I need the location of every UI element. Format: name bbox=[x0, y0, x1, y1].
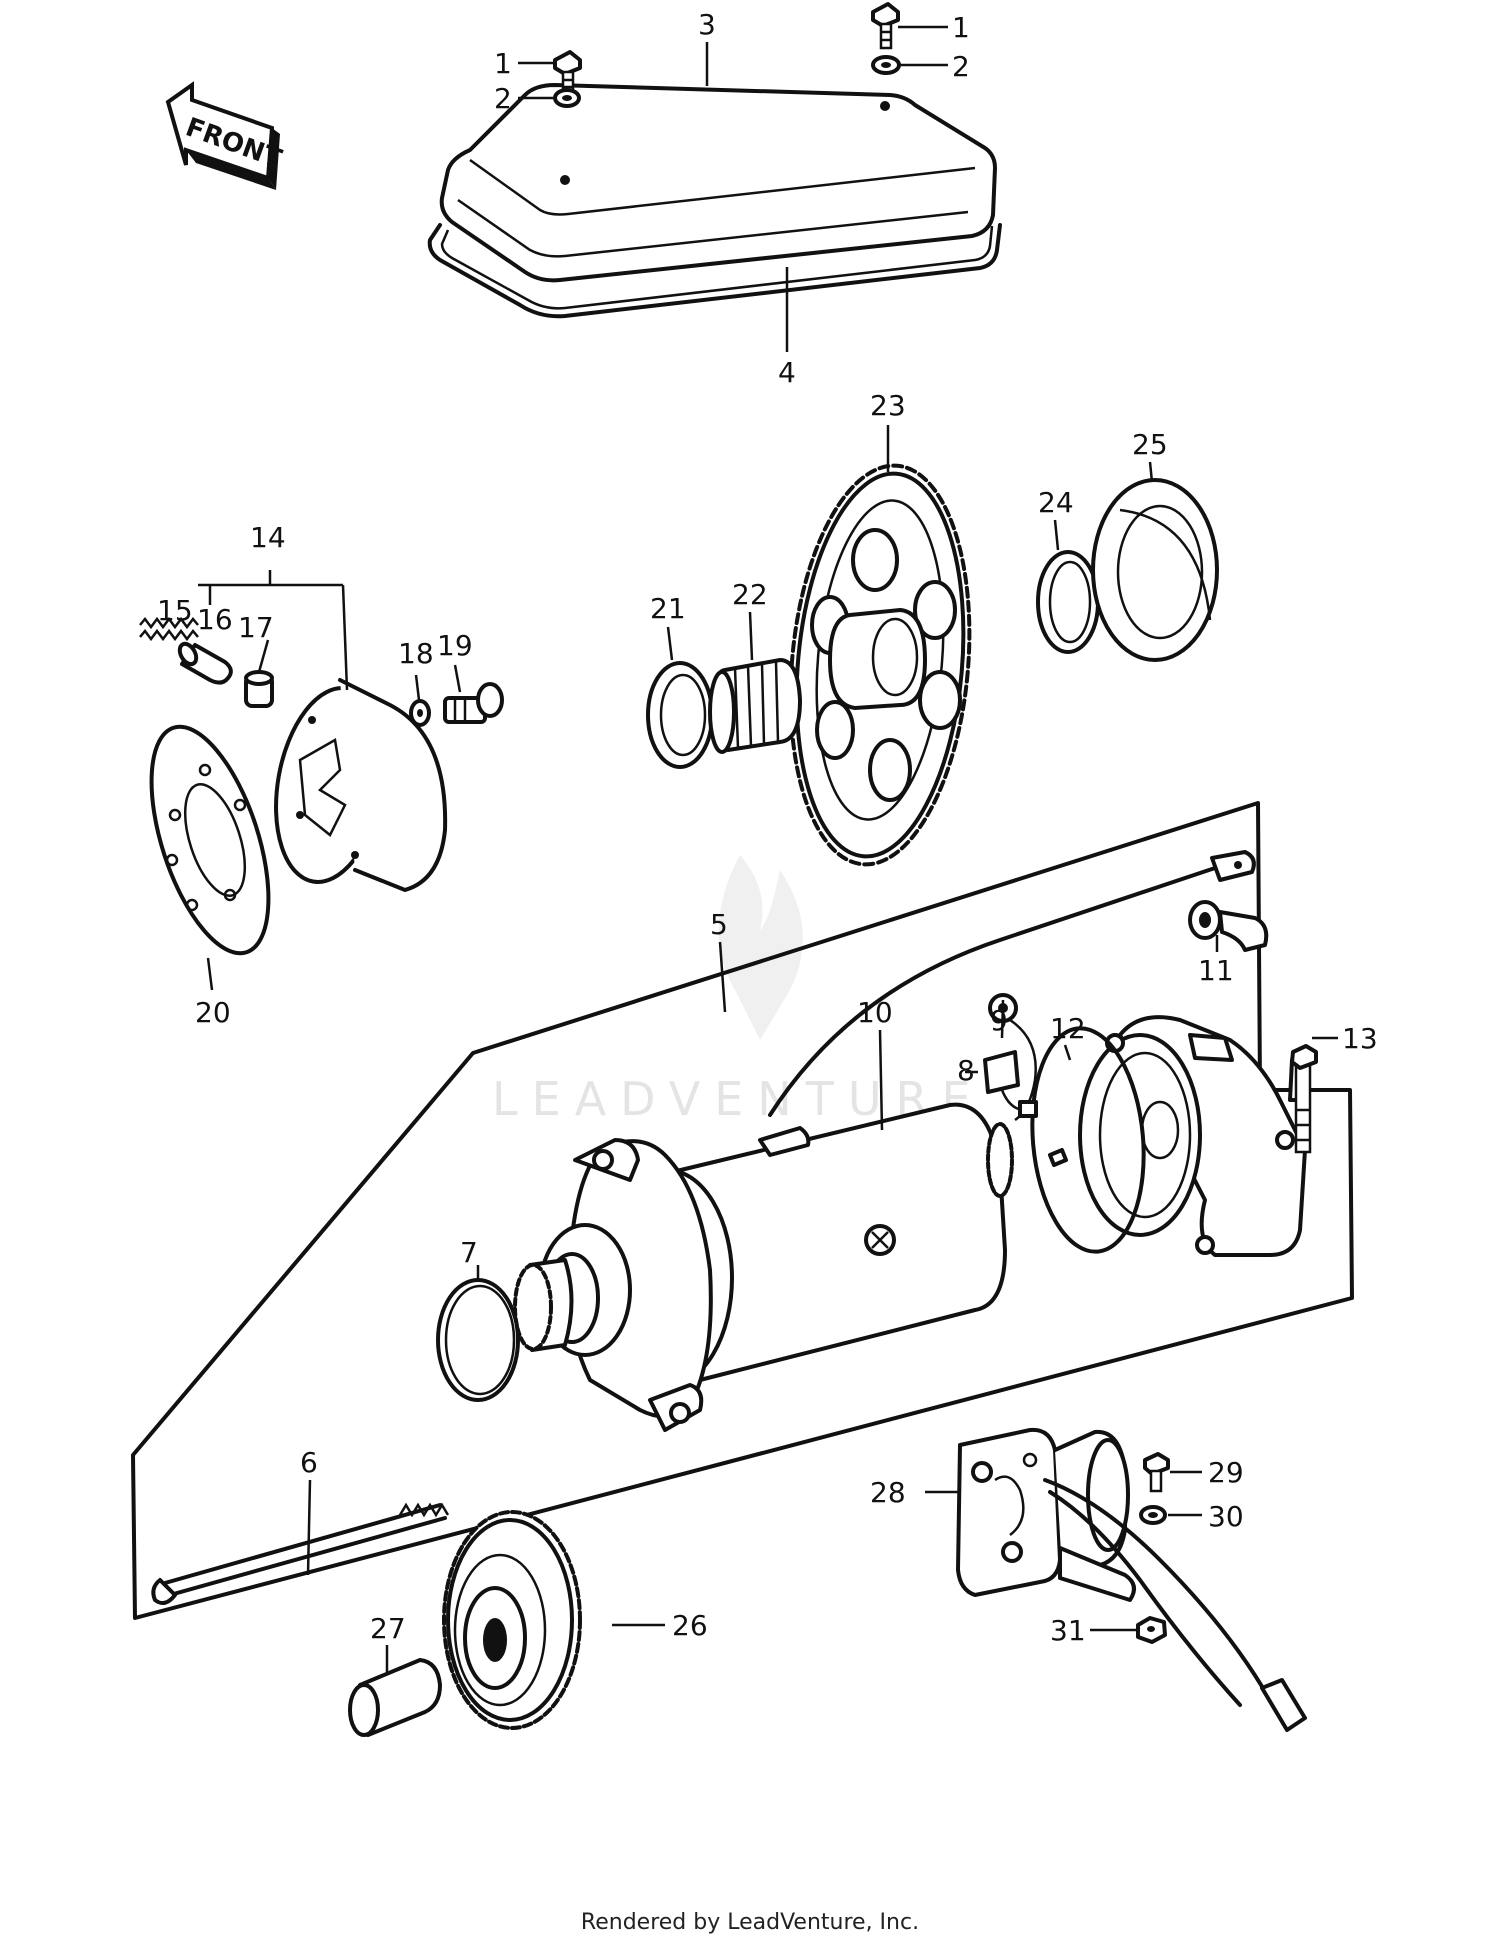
callout-16: 16 bbox=[197, 603, 233, 636]
needle-bearing bbox=[708, 658, 802, 754]
callout-11: 11 bbox=[1198, 954, 1234, 987]
callout-14: 14 bbox=[250, 521, 286, 554]
washer-30 bbox=[1139, 1505, 1167, 1525]
elbow-cap-11 bbox=[1188, 900, 1269, 952]
callout-7: 7 bbox=[460, 1236, 478, 1269]
callout-26: 26 bbox=[672, 1609, 708, 1642]
end-housing bbox=[1078, 1015, 1307, 1257]
callout-27: 27 bbox=[370, 1612, 406, 1645]
callout-3: 3 bbox=[698, 8, 716, 41]
callout-20: 20 bbox=[195, 996, 231, 1029]
callout-30: 30 bbox=[1208, 1500, 1244, 1533]
callout-9: 9 bbox=[990, 1004, 1008, 1037]
starter-motor bbox=[513, 1102, 1014, 1432]
starter-gear bbox=[788, 463, 972, 867]
cover-gasket bbox=[427, 223, 1002, 319]
bolt-right bbox=[871, 2, 900, 50]
washer-left bbox=[553, 88, 581, 108]
callout-31: 31 bbox=[1050, 1614, 1086, 1647]
clutch-cap bbox=[177, 641, 233, 685]
bolt-19 bbox=[443, 682, 504, 724]
oil-seal bbox=[1091, 478, 1219, 662]
callout-8: 8 bbox=[957, 1054, 975, 1087]
nut-31 bbox=[1136, 1616, 1167, 1644]
bolt-29 bbox=[1143, 1452, 1170, 1493]
relay-harness bbox=[1043, 1478, 1307, 1732]
callout-24: 24 bbox=[1038, 486, 1074, 519]
callout-5: 5 bbox=[710, 908, 728, 941]
callout-21: 21 bbox=[650, 592, 686, 625]
bolt-13 bbox=[1288, 1044, 1318, 1154]
callout-labels: 1 2 1 2 3 4 5 6 7 8 9 10 11 12 13 14 15 … bbox=[157, 8, 1378, 1647]
callout-1: 1 bbox=[494, 47, 512, 80]
clutch-spring bbox=[139, 616, 199, 642]
idler-gear-26 bbox=[442, 1510, 582, 1730]
o-ring-12 bbox=[1030, 1026, 1146, 1254]
callout-19: 19 bbox=[437, 629, 473, 662]
callout-10: 10 bbox=[857, 996, 893, 1029]
leader-lines bbox=[198, 25, 1338, 1672]
collar-27 bbox=[348, 1658, 442, 1737]
through-bolt-6 bbox=[151, 1502, 450, 1606]
o-ring-7 bbox=[436, 1278, 520, 1402]
watermark-text: LEADVENTURE bbox=[492, 1072, 985, 1126]
ring-24 bbox=[1036, 550, 1100, 654]
washer-right bbox=[871, 55, 901, 75]
callout-2: 2 bbox=[952, 50, 970, 83]
callout-25: 25 bbox=[1132, 428, 1168, 461]
callout-23: 23 bbox=[870, 389, 906, 422]
callout-1: 1 bbox=[952, 11, 970, 44]
clutch-body bbox=[274, 678, 448, 892]
callout-15: 15 bbox=[157, 594, 193, 627]
callout-12: 12 bbox=[1050, 1012, 1086, 1045]
callout-18: 18 bbox=[398, 637, 434, 670]
clutch-plate bbox=[149, 724, 271, 956]
callout-17: 17 bbox=[238, 611, 274, 644]
lead-wire-10 bbox=[768, 850, 1256, 1117]
callout-28: 28 bbox=[870, 1476, 906, 1509]
front-arrow: FRONT bbox=[165, 81, 286, 190]
watermark: LEADVENTURE bbox=[492, 855, 985, 1126]
callout-29: 29 bbox=[1208, 1456, 1244, 1489]
callout-22: 22 bbox=[732, 578, 768, 611]
bolt-left bbox=[553, 50, 582, 96]
footer-credit: Rendered by LeadVenture, Inc. bbox=[580, 1910, 920, 1935]
starter-relay bbox=[956, 1427, 1136, 1602]
starter-cover bbox=[439, 83, 997, 283]
ring-21 bbox=[646, 661, 714, 769]
callout-6: 6 bbox=[300, 1446, 318, 1479]
callout-2: 2 bbox=[494, 82, 512, 115]
washer-18 bbox=[409, 699, 431, 727]
callout-4: 4 bbox=[778, 356, 796, 389]
callout-13: 13 bbox=[1342, 1022, 1378, 1055]
clutch-roller bbox=[244, 670, 274, 708]
